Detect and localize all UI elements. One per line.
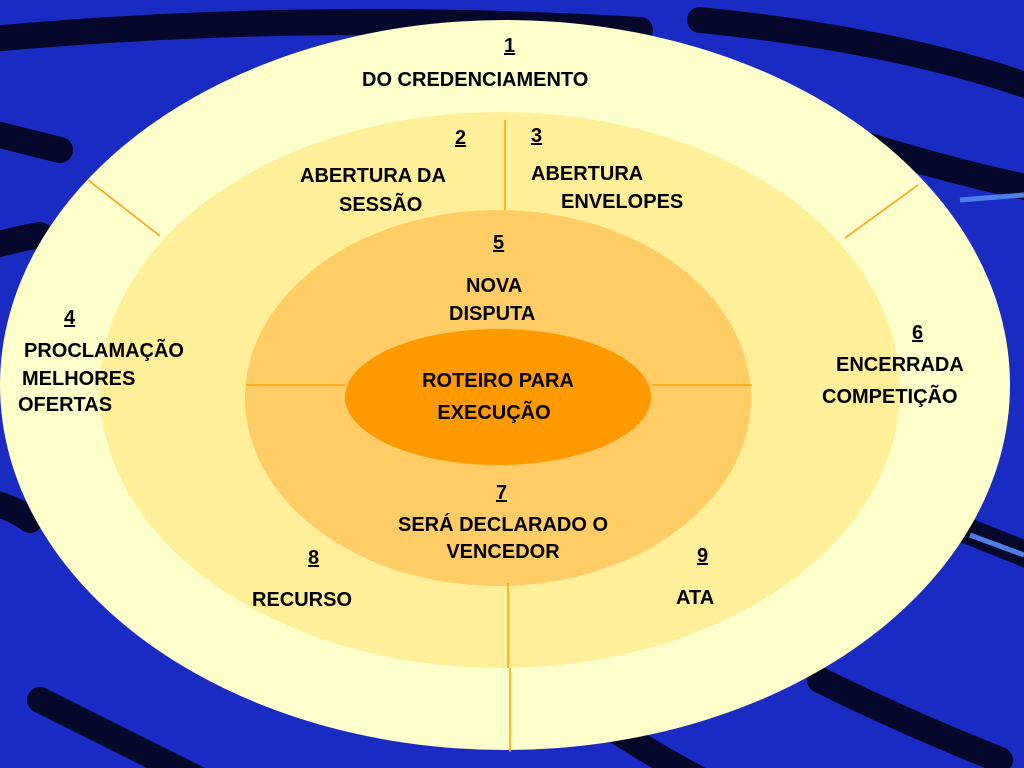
step-3-label-line-1: ABERTURA [531, 163, 644, 185]
step-3-number: 3 [531, 125, 543, 147]
step-3-label-line-2: ENVELOPES [561, 191, 684, 213]
step-7-label-line-2: VENCEDOR [446, 541, 560, 563]
step-8-number: 8 [308, 547, 320, 569]
step-1-number: 1 [504, 35, 516, 57]
step-9-number: 9 [697, 545, 709, 567]
step-4-label-line-3: OFERTAS [18, 394, 113, 416]
divider-lines [87, 120, 919, 752]
step-4-number: 4 [64, 307, 76, 329]
center-title-line-2: EXECUÇÃO [437, 402, 551, 424]
step-5-label-line-1: NOVA [466, 275, 523, 297]
step-9-label: ATA [676, 587, 715, 609]
step-4-label-line-2: MELHORES [22, 368, 136, 390]
center-title-line-1: ROTEIRO PARA [422, 370, 574, 392]
step-6-label-line-1: ENCERRADA [836, 354, 964, 376]
step-8-label: RECURSO [252, 589, 353, 611]
step-5-label-line-2: DISPUTA [449, 303, 536, 325]
decorative-light-stripes [959, 192, 1024, 558]
step-2-label-line-2: SESSÃO [339, 194, 423, 216]
step-4-label-line-1: PROCLAMAÇÃO [24, 340, 184, 362]
step-6-label-line-2: COMPETIÇÃO [822, 386, 958, 408]
step-6-number: 6 [912, 322, 924, 344]
step-2-number: 2 [455, 127, 467, 149]
step-5-number: 5 [493, 232, 505, 254]
core-ellipse [345, 329, 651, 465]
step-7-label-line-1: SERÁ DECLARADO O [397, 514, 608, 536]
step-2-label-line-1: ABERTURA DA [300, 165, 446, 187]
step-7-number: 7 [496, 482, 508, 504]
step-1-label: DO CREDENCIAMENTO [362, 69, 589, 91]
